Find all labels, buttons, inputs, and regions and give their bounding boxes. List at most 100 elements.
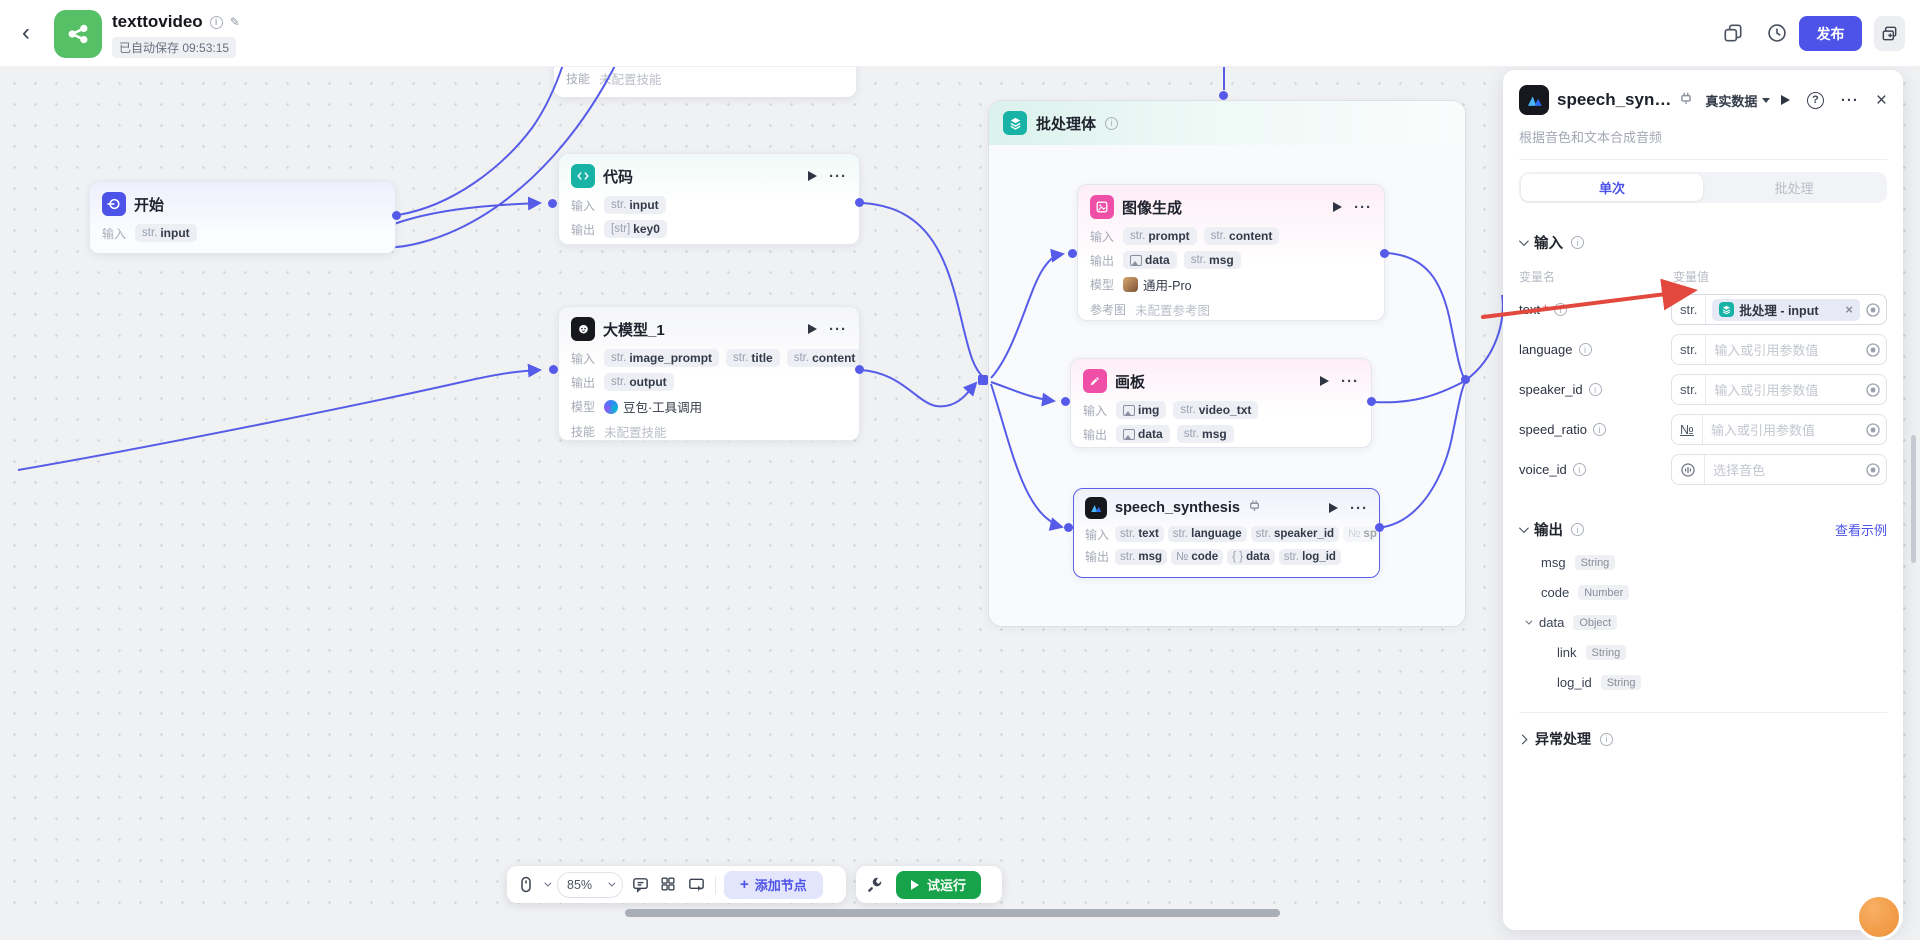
run-node-button[interactable] [808,324,817,334]
reference-select-icon[interactable] [1860,302,1886,318]
var-chip[interactable]: data [1116,425,1170,443]
remove-reference-icon[interactable]: × [1845,302,1853,317]
var-chip[interactable]: img [1116,401,1167,419]
var-chip[interactable]: str.input [135,224,197,242]
tab-batch[interactable]: 批处理 [1774,181,1814,196]
node-image-gen[interactable]: 图像生成 输入 str.prompt str.content 输出 data s… [1077,184,1385,321]
collapse-output-icon[interactable] [1518,523,1529,534]
node-start[interactable]: 开始 输入 str.input [89,181,396,254]
open-panel-button[interactable] [1874,16,1905,51]
node-more-button[interactable] [1350,500,1368,517]
var-chip[interactable]: str.content [1203,227,1280,245]
type-badge[interactable]: str. [1672,335,1707,364]
var-chip[interactable]: str.image_prompt [604,349,720,367]
voice-type-icon[interactable] [1672,455,1705,484]
exception-section[interactable]: 异常处理 [1517,729,1887,749]
port-batch-top[interactable] [1219,91,1228,100]
node-more-button[interactable] [829,321,847,338]
present-icon[interactable] [687,875,707,895]
data-mode-dropdown[interactable]: 真实数据 [1705,91,1771,110]
port-code-out[interactable] [855,198,864,207]
var-chip[interactable]: str.msg [1183,251,1241,269]
var-chip[interactable]: str.log_id [1278,548,1341,565]
collapse-input-icon[interactable] [1518,236,1529,247]
history-icon[interactable] [1766,22,1790,46]
port-image-gen-out[interactable] [1380,249,1389,258]
var-chip[interactable]: str.speaker_id [1250,526,1340,542]
var-chip[interactable]: { }data [1227,548,1275,565]
run-node-button[interactable] [1329,503,1338,513]
node-more-button[interactable] [1341,373,1359,390]
var-chip[interactable]: [str]key0 [604,220,667,238]
port-llm-out[interactable] [855,365,864,374]
reference-select-icon[interactable] [1860,382,1886,398]
back-button[interactable]: ‹ [22,19,30,46]
var-chip[interactable]: str.video_txt [1173,401,1259,419]
comment-icon[interactable] [631,875,651,895]
voice-id-value-field[interactable]: 选择音色 [1671,454,1887,485]
close-icon[interactable]: × [1875,89,1887,111]
var-chip[interactable]: str.msg [1115,548,1167,565]
run-node-button[interactable] [808,171,817,181]
var-chip[interactable]: str.prompt [1123,227,1197,245]
view-example-link[interactable]: 查看示例 [1834,523,1887,538]
help-icon[interactable]: ? [1806,91,1824,109]
horizontal-scrollbar[interactable] [625,909,1280,917]
tab-single[interactable]: 单次 [1521,174,1703,201]
duplicate-icon[interactable] [1722,22,1746,46]
run-node-button[interactable] [1780,95,1790,105]
node-more-button[interactable] [1354,199,1372,216]
port-speech-out[interactable] [1375,523,1384,532]
run-node-button[interactable] [1320,376,1329,386]
var-chip[interactable]: str.language [1167,526,1247,542]
var-chip[interactable]: str.title [726,349,780,367]
type-badge[interactable]: str. [1672,295,1707,324]
text-value-field[interactable]: str. 批处理 - input × [1671,294,1887,325]
panel-more-button[interactable] [1841,92,1859,109]
reference-select-icon[interactable] [1860,342,1886,358]
var-chip[interactable]: str.content [786,349,859,367]
reference-select-icon[interactable] [1860,462,1886,478]
var-chip[interactable]: str.text [1115,526,1164,542]
var-chip[interactable]: str.input [604,196,666,214]
info-icon[interactable] [209,15,223,29]
type-badge[interactable]: str. [1672,375,1707,404]
var-chip[interactable]: str.output [604,373,674,391]
wrench-icon[interactable] [866,875,886,895]
port-speech-in[interactable] [1064,523,1073,532]
port-batch-in[interactable] [978,375,988,385]
node-board[interactable]: 画板 输入 img str.video_txt 输出 data str.msg [1070,358,1372,448]
assistant-bubble[interactable] [1856,894,1902,940]
speed-ratio-value-field[interactable]: № 输入或引用参数值 [1671,414,1887,445]
expand-exception-icon[interactable] [1517,734,1528,744]
collapse-data-icon[interactable] [1525,617,1533,625]
port-board-out[interactable] [1367,397,1376,406]
port-board-in[interactable] [1061,397,1070,406]
reference-chip[interactable]: 批处理 - input × [1712,298,1860,321]
test-run-button[interactable]: 试运行 [896,870,982,899]
edit-title-icon[interactable]: ✎ [229,15,240,29]
publish-button[interactable]: 发布 [1799,16,1862,51]
layout-grid-icon[interactable] [659,875,679,895]
zoom-select[interactable]: 85% [557,871,623,898]
language-value-field[interactable]: str. 输入或引用参数值 [1671,334,1887,365]
var-chip[interactable]: str.msg [1176,425,1234,443]
port-llm-in[interactable] [549,365,558,374]
add-node-button[interactable]: +添加节点 [724,870,823,899]
type-badge[interactable]: № [1672,415,1703,444]
vertical-scrollbar[interactable] [1911,435,1916,563]
node-more-button[interactable] [829,168,847,185]
node-speech-synthesis[interactable]: speech_synthesis 输入 str.text str.languag… [1073,488,1380,578]
pointer-mode-dropdown[interactable] [544,879,552,887]
reference-select-icon[interactable] [1860,422,1886,438]
run-node-button[interactable] [1333,202,1342,212]
pointer-mode-icon[interactable] [516,875,536,895]
port-image-gen-in[interactable] [1068,249,1077,258]
port-batch-out[interactable] [1461,375,1470,384]
node-code[interactable]: 代码 输入 str.input 输出 [str]key0 [558,153,860,245]
port-start-out[interactable] [392,211,401,220]
port-code-in[interactable] [548,199,557,208]
speaker-id-value-field[interactable]: str. 输入或引用参数值 [1671,374,1887,405]
